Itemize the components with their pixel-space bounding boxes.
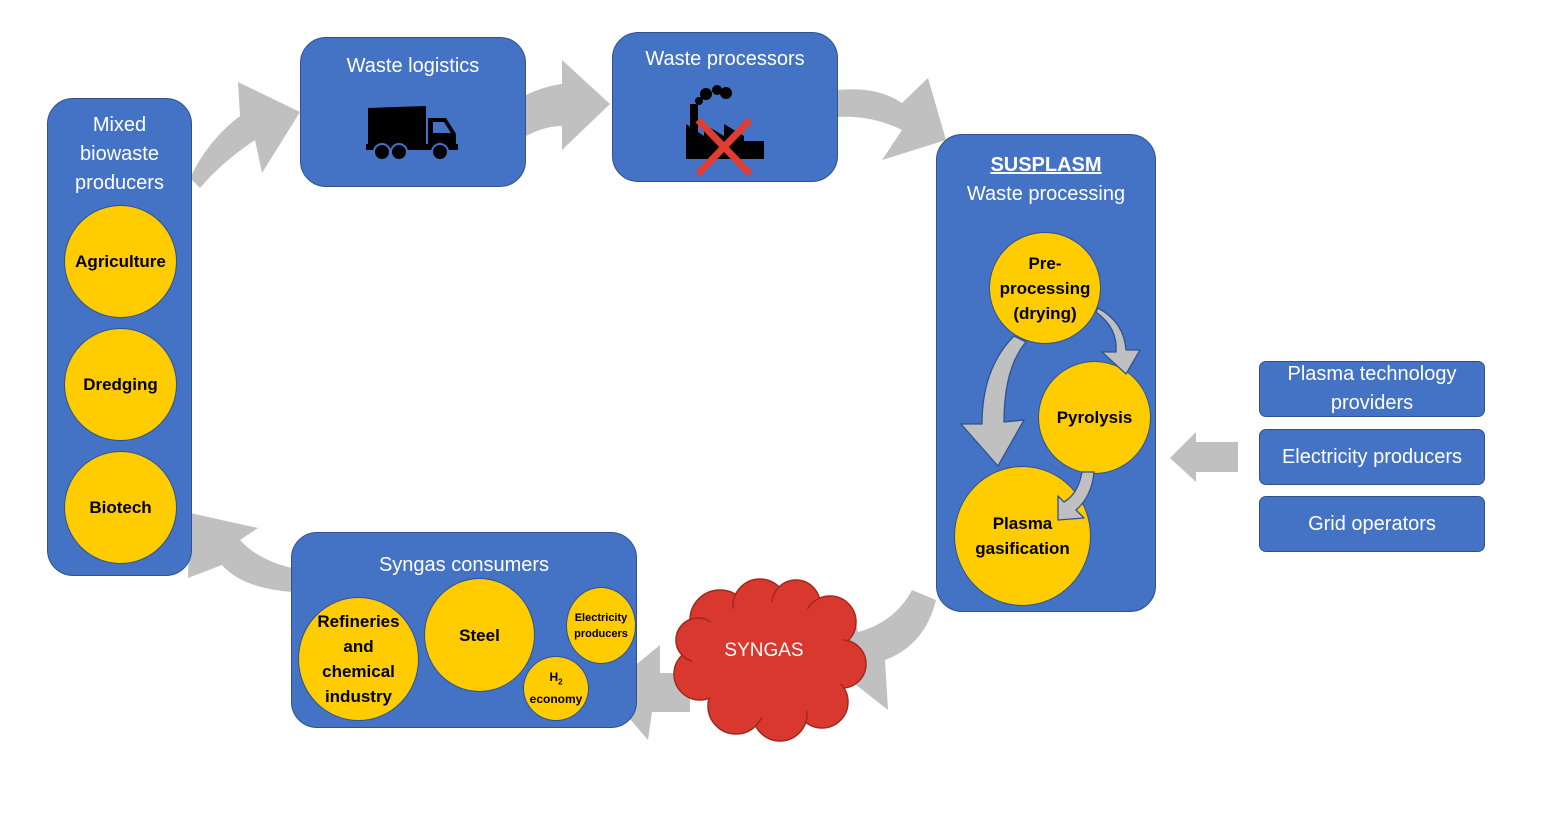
electricity-producers-label: Electricity producers: [1281, 445, 1463, 468]
electricity-consumer-circle: Electricity producers: [566, 587, 636, 664]
factory-crossed-out-icon: [686, 85, 764, 177]
plasma-gasification-circle: Plasma gasification: [954, 466, 1091, 606]
grid-operators-label: Grid operators: [1308, 512, 1436, 535]
syngas-cloud-icon: [673, 578, 867, 742]
arrow-pyrolysis-to-gasification: [1057, 471, 1095, 521]
refineries-circle: Refineries and chemical industry: [298, 597, 419, 721]
dredging-circle: Dredging: [64, 328, 177, 441]
h2-economy-circle: H2 economy: [523, 656, 589, 721]
waste-processors-title: Waste processors: [645, 48, 805, 70]
arrow-logistics-to-processors: [526, 60, 610, 150]
syngas-label: SYNGAS: [724, 640, 804, 661]
arrow-consumers-to-biowaste: [188, 513, 292, 592]
waste-logistics-title: Waste logistics: [346, 55, 480, 77]
susplasm-name: SUSPLASM: [990, 154, 1102, 176]
biotech-circle: Biotech: [64, 451, 177, 564]
h2-economy-label: economy: [529, 691, 583, 706]
susplasm-subtitle: Waste processing: [966, 183, 1126, 205]
steel-circle: Steel: [424, 578, 535, 692]
arrow-suppliers-to-susplasm: [1170, 432, 1238, 482]
electricity-producers-box: Electricity producers: [1259, 429, 1485, 485]
dump-truck-icon: [366, 106, 458, 161]
arrow-preprocessing-to-pyrolysis: [1095, 307, 1141, 375]
biowaste-title: Mixed biowaste producers: [75, 114, 164, 194]
h2-label: H2: [549, 670, 563, 687]
arrow-biowaste-to-logistics: [190, 82, 300, 188]
plasma-technology-providers-label: Plasma technology providers: [1287, 363, 1457, 414]
preprocessing-circle: Pre- processing (drying): [989, 232, 1101, 344]
arrow-syngas-to-consumers: [605, 645, 690, 740]
plasma-technology-providers-box: Plasma technology providers: [1259, 361, 1485, 417]
grid-operators-box: Grid operators: [1259, 496, 1485, 552]
susplasm-title: SUSPLASM Waste processing: [937, 151, 1155, 209]
syngas-consumers-title: Syngas consumers: [378, 554, 550, 576]
arrow-processors-to-susplasm: [837, 78, 946, 160]
agriculture-circle: Agriculture: [64, 205, 177, 318]
arrow-preprocessing-to-gasification: [960, 335, 1027, 467]
